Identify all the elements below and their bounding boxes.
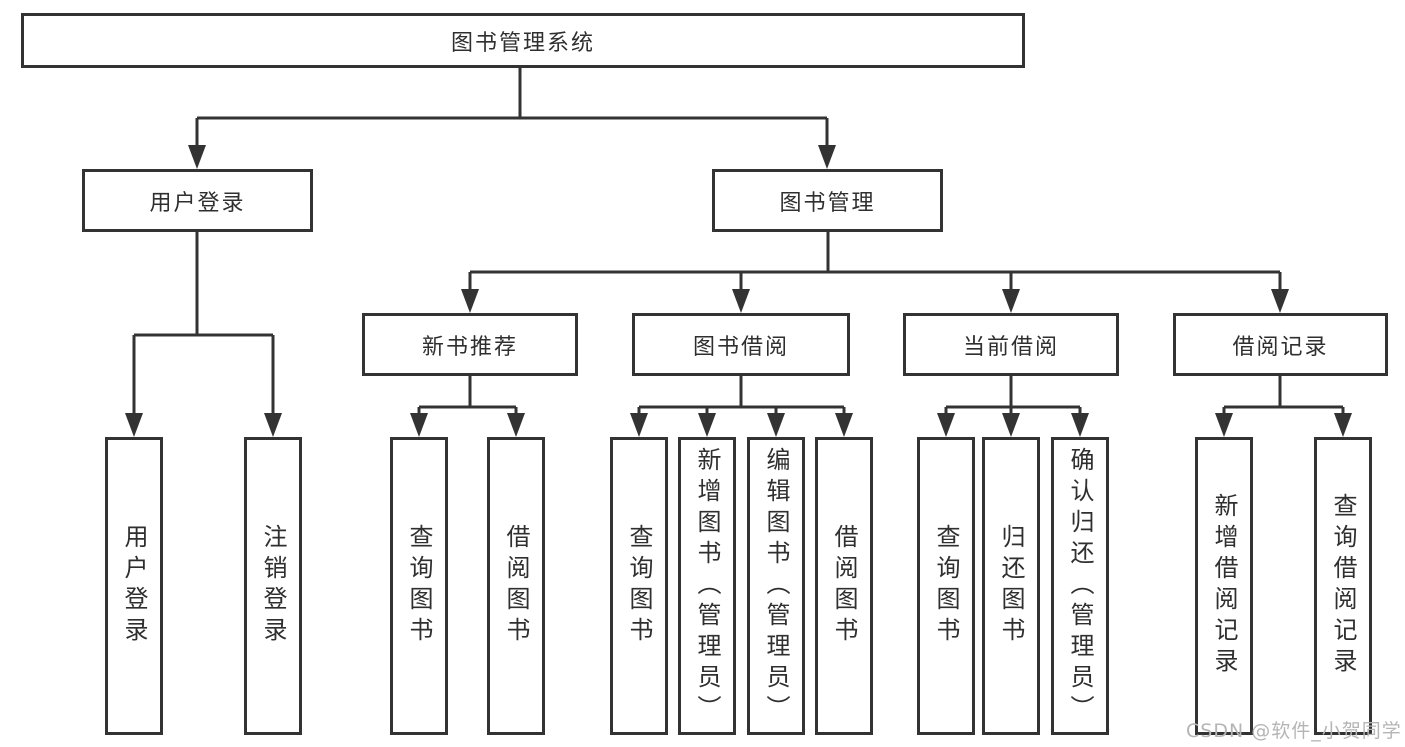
leaf-confirm-return-admin-label: 确认归还（管理员）: [1066, 446, 1094, 726]
arrowhead: [630, 413, 648, 437]
leaf-add-book-admin: 新增图书（管理员）: [678, 437, 736, 735]
leaf-borrow-books-recommend: 借阅图书: [487, 437, 545, 735]
leaf-logout-label: 注销登录: [259, 524, 287, 648]
arrowhead: [1002, 289, 1020, 313]
arrowhead: [767, 413, 785, 437]
leaf-add-book-admin-label: 新增图书（管理员）: [693, 446, 721, 726]
node-borrow-records: 借阅记录: [1173, 313, 1388, 376]
leaf-logout: 注销登录: [244, 437, 302, 735]
leaf-return-book: 归还图书: [982, 437, 1040, 735]
arrowhead: [835, 413, 853, 437]
connector-root-to-level2: [195, 68, 829, 146]
arrowhead: [1002, 413, 1020, 437]
leaf-borrow-books-recommend-label: 借阅图书: [502, 524, 530, 648]
leaf-user-login-label: 用户登录: [120, 524, 148, 648]
connector-bookmgmt-to-level3: [468, 232, 1282, 290]
node-user-login-label: 用户登录: [149, 190, 246, 216]
leaf-edit-book-admin-label: 编辑图书（管理员）: [762, 446, 790, 726]
leaf-edit-book-admin: 编辑图书（管理员）: [747, 437, 805, 735]
node-current-borrow: 当前借阅: [903, 313, 1119, 376]
leaf-query-books-borrow-label: 查询图书: [625, 524, 653, 648]
leaf-return-book-label: 归还图书: [997, 524, 1025, 648]
leaf-add-borrow-record-label: 新增借阅记录: [1210, 493, 1238, 679]
node-root: 图书管理系统: [21, 13, 1025, 68]
connector-userlogin-to-leaves: [132, 232, 275, 414]
leaf-query-books-current: 查询图书: [917, 437, 975, 735]
arrowhead: [507, 413, 525, 437]
leaf-user-login: 用户登录: [105, 437, 163, 735]
arrowhead: [1271, 289, 1289, 313]
node-new-book-recommend-label: 新书推荐: [421, 334, 518, 360]
arrowhead: [410, 413, 428, 437]
arrowhead: [937, 413, 955, 437]
node-root-label: 图书管理系统: [450, 30, 595, 56]
leaf-borrow-books-2: 借阅图书: [815, 437, 873, 735]
leaf-add-borrow-record: 新增借阅记录: [1195, 437, 1253, 735]
arrowhead: [1334, 413, 1352, 437]
leaf-query-books-recommend: 查询图书: [390, 437, 448, 735]
leaf-confirm-return-admin: 确认归还（管理员）: [1051, 437, 1109, 735]
arrowhead: [698, 413, 716, 437]
arrowhead: [732, 289, 750, 313]
arrowhead: [188, 145, 206, 169]
node-book-borrow: 图书借阅: [632, 313, 850, 376]
connector-newbook-to-leaves: [417, 376, 518, 414]
arrowhead: [125, 413, 143, 437]
node-book-borrow-label: 图书借阅: [692, 334, 789, 360]
leaf-borrow-books-2-label: 借阅图书: [830, 524, 858, 648]
node-book-management: 图书管理: [712, 169, 943, 232]
node-book-management-label: 图书管理: [779, 190, 876, 216]
connector-currentborrow-to-leaves: [944, 376, 1082, 414]
node-user-login: 用户登录: [82, 169, 313, 232]
arrowhead: [818, 145, 836, 169]
arrowhead: [461, 289, 479, 313]
arrowhead: [1071, 413, 1089, 437]
connector-bookborrow-to-leaves: [637, 376, 846, 414]
arrowhead: [1215, 413, 1233, 437]
leaf-query-borrow-record-label: 查询借阅记录: [1329, 493, 1357, 679]
leaf-query-books-borrow: 查询图书: [610, 437, 668, 735]
node-borrow-records-label: 借阅记录: [1232, 334, 1329, 360]
node-new-book-recommend: 新书推荐: [362, 313, 578, 376]
csdn-watermark: CSDN @软件_小贺同学: [1186, 720, 1402, 742]
leaf-query-books-recommend-label: 查询图书: [405, 524, 433, 648]
leaf-query-borrow-record: 查询借阅记录: [1314, 437, 1372, 735]
leaf-query-books-current-label: 查询图书: [932, 524, 960, 648]
arrowhead: [264, 413, 282, 437]
node-current-borrow-label: 当前借阅: [962, 334, 1059, 360]
connector-borrowrecords-to-leaves: [1222, 376, 1345, 414]
